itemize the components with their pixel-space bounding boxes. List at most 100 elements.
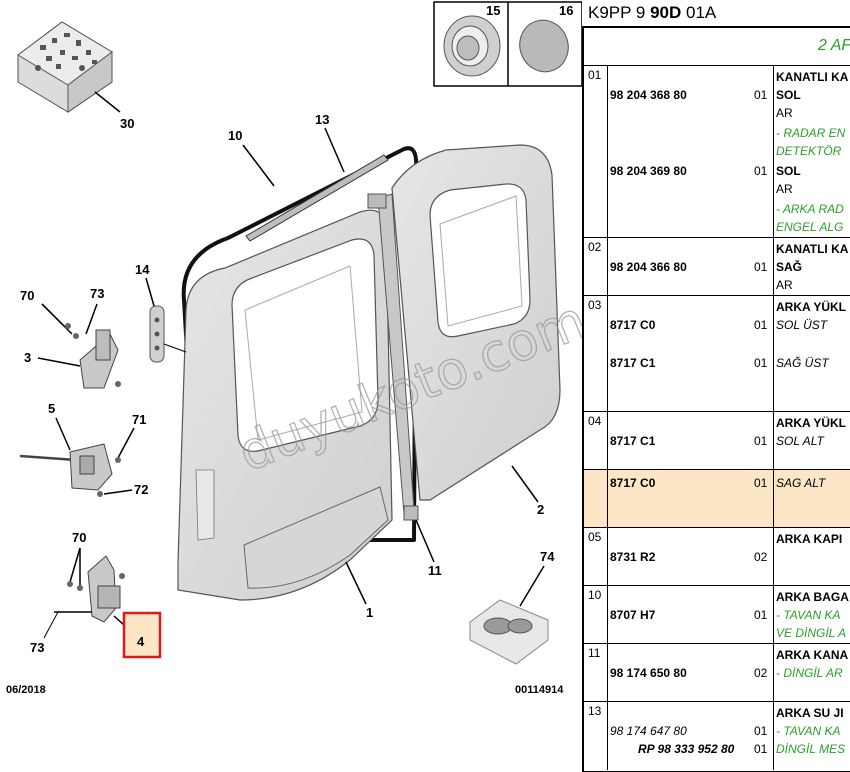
callout-11: 11 [428, 563, 442, 578]
part-number[interactable]: 8717 C1 [610, 356, 656, 370]
row-index: 05 [588, 530, 602, 544]
callout-70b: 70 [72, 530, 86, 545]
part-4-lower-hinge [67, 555, 125, 623]
leader-2 [511, 465, 539, 503]
part-number[interactable]: 98 204 368 80 [610, 88, 687, 102]
leader-5 [55, 417, 71, 451]
part-number[interactable]: 8717 C0 [610, 476, 656, 490]
part-number[interactable]: 98 204 369 80 [610, 164, 687, 178]
leader-70a-2 [41, 303, 73, 335]
description: SAĞ ÜST [776, 356, 829, 370]
quantity: 01 [754, 724, 768, 738]
leader-73a [85, 303, 98, 335]
part-15-grommet [443, 15, 501, 77]
callout-73a: 73 [90, 286, 104, 301]
leader-73b-2 [43, 611, 59, 639]
sheet-header: K9PP 9 90D 01A [588, 3, 717, 22]
description: - TAVAN KA [776, 724, 841, 738]
description: ARKA YÜKL [776, 416, 847, 430]
description: ARKA YÜKL [776, 300, 847, 314]
quantity: 01 [754, 742, 768, 756]
leader-74 [519, 565, 545, 607]
row-index: 02 [588, 240, 602, 254]
leader-3 [37, 357, 81, 367]
description: SAĞ [776, 260, 803, 274]
callout-16: 16 [559, 3, 573, 18]
description: DETEKTÖR [776, 144, 842, 158]
description: ARKA BAGA [776, 590, 849, 604]
description: - RADAR EN [776, 126, 846, 140]
part-30-clip-kit [17, 21, 113, 113]
description: ENGEL ALG [776, 220, 844, 234]
description: VE DİNGİL A [776, 626, 847, 640]
quantity: 01 [754, 434, 768, 448]
part-number[interactable]: 98 204 366 80 [610, 260, 687, 274]
callout-73b: 73 [30, 640, 44, 655]
part-number[interactable]: 8717 C0 [610, 318, 656, 332]
part-11-door-rod [367, 193, 419, 521]
sheet-subheader: 2 AF [584, 28, 850, 66]
part-number[interactable]: 98 174 647 80 [610, 724, 687, 738]
callout-10: 10 [228, 128, 242, 143]
leader-71 [117, 427, 135, 459]
diagram-reference: 00114914 [515, 684, 564, 696]
leader-14b [163, 343, 187, 353]
callout-2: 2 [537, 502, 544, 517]
description: - DİNGİL AR [776, 666, 843, 680]
quantity: 01 [754, 356, 768, 370]
callout-15: 15 [486, 3, 500, 18]
part-1-left-rear-door [177, 209, 393, 601]
callout-13: 13 [315, 112, 329, 127]
callout-4[interactable]: 4 [137, 634, 145, 649]
description: - ARKA RAD [776, 202, 844, 216]
part-16-plug [519, 19, 569, 73]
description: SOL ÜST [776, 318, 828, 332]
description: KANATLI KA [776, 242, 849, 256]
row-index: 04 [588, 414, 602, 428]
callout-4-highlight[interactable] [122, 611, 162, 659]
quantity: 01 [754, 608, 768, 622]
description: SOL [776, 164, 801, 178]
part-2-right-rear-door [391, 144, 561, 501]
quantity: 01 [754, 260, 768, 274]
callout-14: 14 [135, 262, 150, 277]
description: ARKA KAPI [776, 532, 843, 546]
description: AR [776, 106, 793, 120]
row-index: 01 [588, 68, 602, 82]
part-number[interactable]: 8707 H7 [610, 608, 656, 622]
part-10-door-seal [181, 146, 419, 542]
row-index: 11 [588, 646, 601, 660]
part-number[interactable]: 8731 R2 [610, 550, 656, 564]
callout-3: 3 [24, 350, 31, 365]
description: DİNGİL MES [776, 742, 846, 756]
part-number[interactable]: 8717 C1 [610, 434, 656, 448]
callout-70a: 70 [20, 288, 34, 303]
sheet-frame [582, 26, 850, 772]
callout-30: 30 [120, 116, 134, 131]
part-number[interactable]: 98 174 650 80 [610, 666, 687, 680]
leader-72 [103, 489, 133, 495]
leader-13 [324, 127, 345, 173]
parts-diagram: 30 15 16 10 13 1 2 [6, 1, 582, 696]
description: SOL ALT [776, 434, 824, 448]
part-74-seal-kit [469, 599, 549, 665]
table-row[interactable]: 04 ARKA YÜKL 8717 C1 01 SOL ALT [584, 412, 850, 470]
description: ARKA SU JI [776, 706, 844, 720]
part-14-trim-strip [149, 305, 165, 363]
part-13-water-strip [245, 154, 389, 242]
inset-box-15-16 [433, 1, 582, 87]
part-number[interactable]: RP 98 333 952 80 [638, 742, 735, 756]
diagram-date: 06/2018 [6, 684, 46, 696]
callout-74: 74 [540, 549, 555, 564]
part-3-upper-hinge [65, 323, 121, 389]
description: AR [776, 182, 793, 196]
part-5-door-check [19, 443, 121, 497]
